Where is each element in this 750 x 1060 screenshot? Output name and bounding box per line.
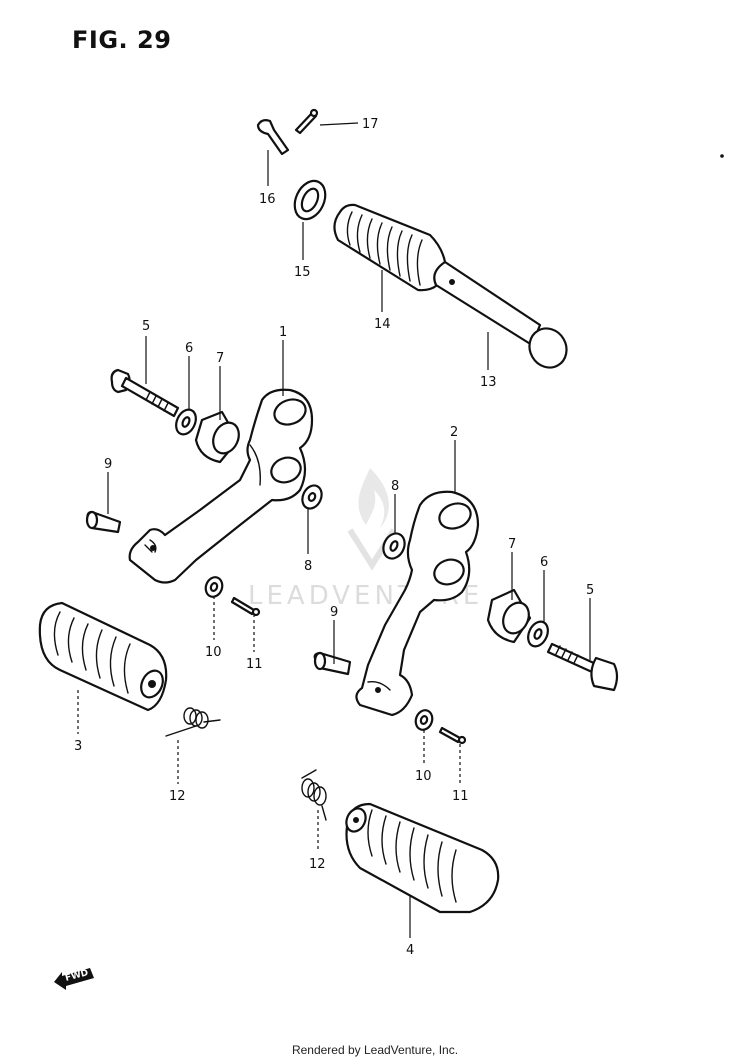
part-8-washer-b: [382, 532, 406, 560]
part-14-rubber-grip: [333, 203, 448, 292]
callout-9-left: 9: [104, 457, 112, 472]
callout-13: 13: [480, 375, 497, 390]
callout-2: 2: [450, 425, 458, 440]
callout-7-right: 7: [508, 537, 516, 552]
callout-14: 14: [374, 317, 391, 332]
callout-6-right: 6: [540, 555, 548, 570]
callout-labels: 17 16 15 14 13 5 6 7 1 9 2 8 8 7 6 5 10 …: [74, 117, 594, 958]
part-4-footpeg-right: [345, 802, 500, 914]
watermark-flame-icon: [358, 468, 389, 528]
callout-9-right: 9: [330, 605, 338, 620]
part-3-footpeg-left: [38, 601, 168, 712]
callout-8-a: 8: [304, 559, 312, 574]
callout-11-right: 11: [452, 789, 469, 804]
part-12-spring-left: [165, 707, 221, 737]
part-10-washer-left: [204, 576, 224, 598]
part-12-spring-right: [301, 769, 327, 821]
part-1-bracket-left: [128, 388, 314, 584]
callout-4: 4: [406, 943, 414, 958]
callout-12-right: 12: [309, 857, 326, 872]
part-7-collar-left: [194, 410, 240, 464]
callout-8-b: 8: [391, 479, 399, 494]
fwd-arrow-icon: FWD: [54, 968, 94, 990]
part-9-pin-right: [313, 651, 352, 676]
callout-5-right: 5: [586, 583, 594, 598]
part-16-clevis-pin: [256, 119, 290, 156]
callout-12-left: 12: [169, 789, 186, 804]
part-5-bolt-right: [546, 642, 619, 692]
callout-1: 1: [279, 325, 287, 340]
callout-3: 3: [74, 739, 82, 754]
figure-title: FIG. 29: [72, 26, 172, 54]
part-8-washer-a: [301, 484, 323, 510]
callout-7-left: 7: [216, 351, 224, 366]
callout-5-left: 5: [142, 319, 150, 334]
leader-lines: [77, 122, 591, 938]
callout-11-left: 11: [246, 657, 263, 672]
footer-credit: Rendered by LeadVenture, Inc.: [291, 1043, 459, 1057]
callout-6-left: 6: [185, 341, 193, 356]
part-7-collar-right: [486, 588, 532, 644]
part-6-washer-right: [527, 620, 549, 648]
part-13-footrest-bar: [433, 260, 568, 369]
part-6-washer-left: [175, 408, 197, 436]
part-11-cotter-pin-left: [230, 596, 261, 617]
part-2-bracket-right: [355, 490, 480, 717]
part-15-washer: [293, 179, 327, 221]
callout-15: 15: [294, 265, 311, 280]
part-5-bolt-left: [110, 368, 180, 418]
callout-10-left: 10: [205, 645, 222, 660]
callout-17: 17: [362, 117, 379, 132]
part-11-cotter-pin-right: [438, 726, 467, 745]
part-9-pin-left: [85, 510, 122, 534]
part-10-washer-right: [414, 709, 434, 731]
callout-10-right: 10: [415, 769, 432, 784]
stray-mark: [720, 154, 724, 158]
callout-16: 16: [259, 192, 276, 207]
part-17-cotter-pin: [294, 108, 319, 135]
